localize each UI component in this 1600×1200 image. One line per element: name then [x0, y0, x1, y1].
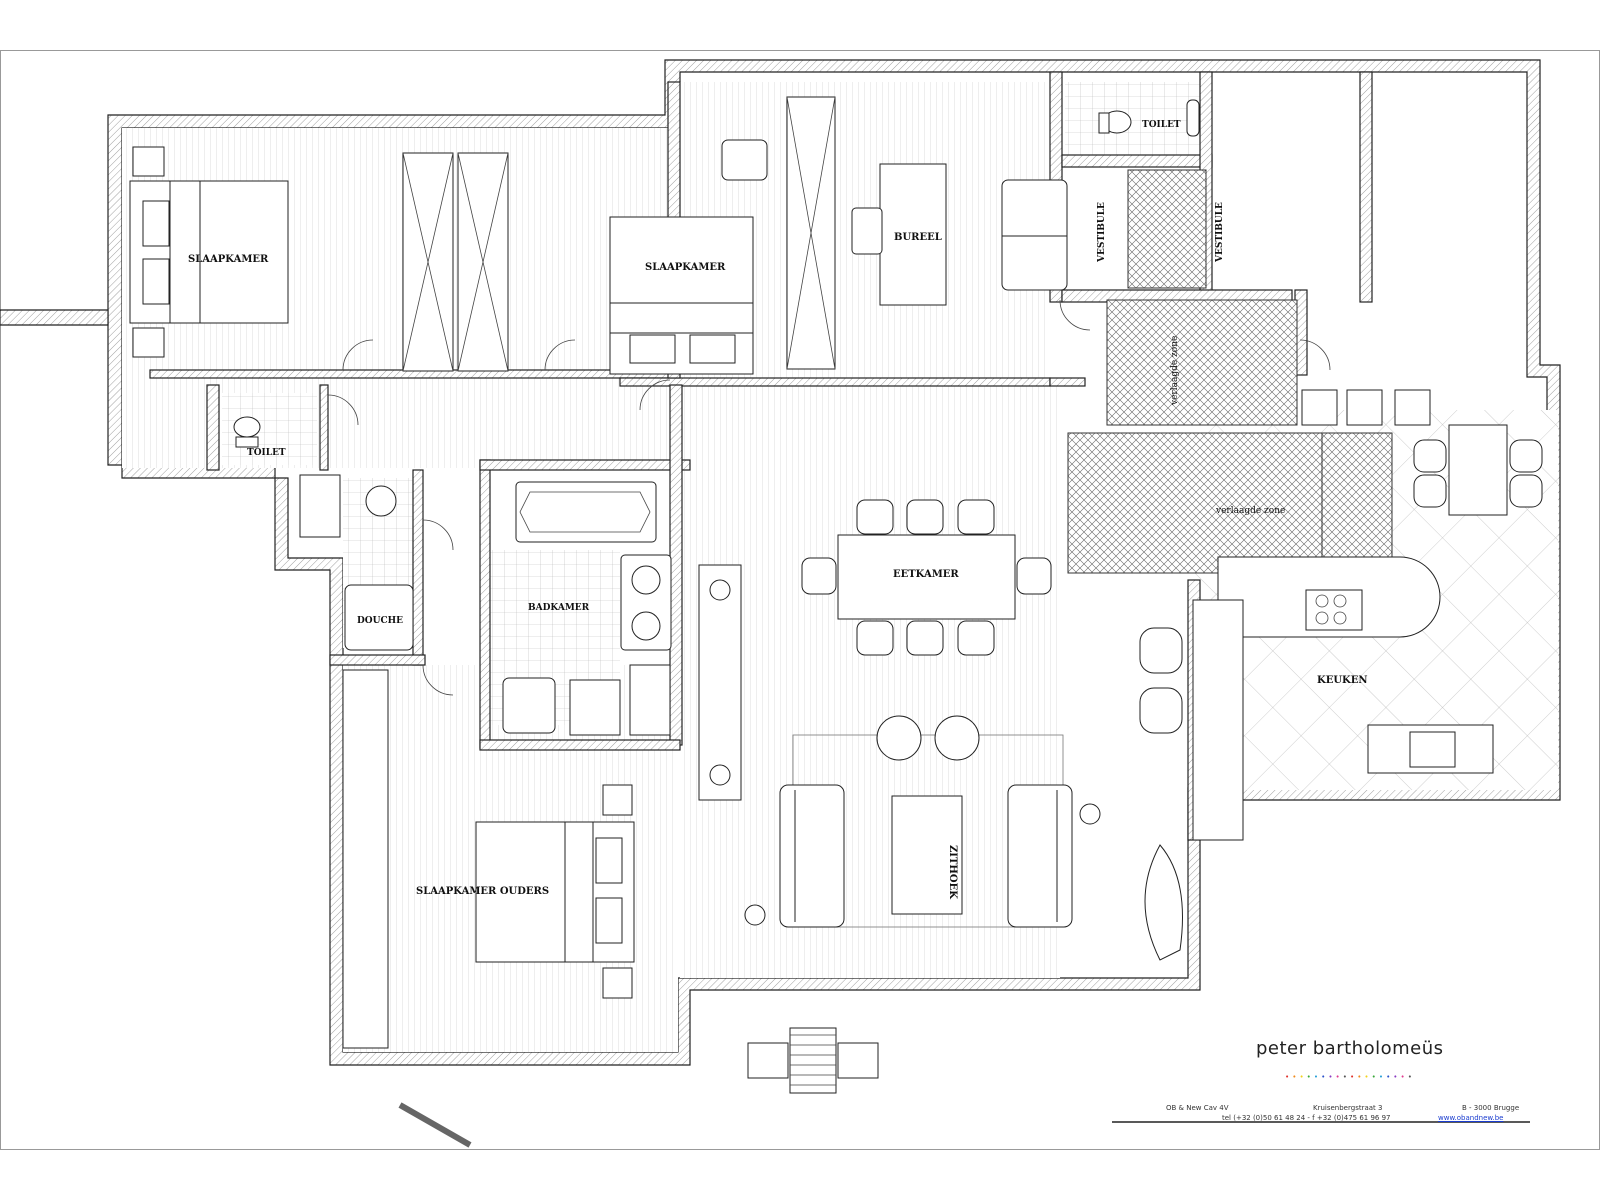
- brand-dot: •: [1335, 1073, 1343, 1081]
- label-zithoek: ZITHOEK: [947, 845, 958, 899]
- label-eetkamer: EETKAMER: [893, 569, 959, 580]
- label-slaapkamer-1: SLAAPKAMER: [188, 254, 269, 265]
- brand-dot: •: [1328, 1073, 1336, 1081]
- bathroom-fixtures: [299, 474, 672, 736]
- beds: [129, 146, 754, 999]
- sitting-area: [744, 715, 1101, 928]
- bar-area: [1301, 389, 1543, 516]
- brand-dot: •: [1386, 1073, 1394, 1081]
- brand-dot: •: [1342, 1073, 1350, 1081]
- brand-dot: •: [1306, 1073, 1314, 1081]
- label-toilet-top: TOILET: [1142, 120, 1181, 130]
- street-address: Kruisenbergstraat 3: [1313, 1104, 1383, 1112]
- brand-dot: •: [1313, 1073, 1322, 1081]
- plan-fragment: [398, 1102, 472, 1148]
- column-cabinet: [698, 564, 742, 801]
- label-vestibule-right: VESTIBULE: [1215, 202, 1225, 263]
- brand-dot: •: [1393, 1073, 1401, 1081]
- brand-dot: •: [1349, 1073, 1358, 1081]
- label-verlaagde-zone-top: verlaagde zone: [1170, 336, 1180, 406]
- brand-dot: •: [1299, 1073, 1307, 1081]
- dining-set: [801, 499, 1052, 656]
- company-name: OB & New Cav 4V: [1166, 1104, 1229, 1112]
- label-slaapkamer-ouders: SLAAPKAMER OUDERS: [416, 886, 549, 897]
- wardrobes: [342, 96, 836, 1049]
- kitchen: [1139, 556, 1494, 961]
- label-verlaagde-zone-mid: verlaagde zone: [1215, 506, 1285, 516]
- website-link[interactable]: www.obandnew.be: [1438, 1114, 1504, 1122]
- brand-dot: •: [1407, 1073, 1415, 1081]
- brand-dot: •: [1371, 1073, 1379, 1081]
- city-address: B - 3000 Brugge: [1462, 1104, 1520, 1112]
- phone-numbers: tel (+32 (0)50 61 48 24 - f +32 (0)475 6…: [1222, 1114, 1391, 1122]
- toilets: [233, 99, 1200, 448]
- label-bureel: BUREEL: [894, 232, 942, 243]
- brand-dot: •: [1378, 1073, 1387, 1081]
- label-douche: DOUCHE: [357, 616, 403, 626]
- label-slaapkamer-2: SLAAPKAMER: [645, 262, 726, 273]
- desk-area: [721, 139, 1068, 306]
- brand-color-dots: ••••••••••••••••••: [1285, 1073, 1415, 1081]
- label-vestibule-left: VESTIBULE: [1097, 202, 1107, 263]
- brand-dot: •: [1292, 1073, 1300, 1081]
- label-badkamer: BADKAMER: [528, 603, 590, 613]
- label-keuken: KEUKEN: [1317, 675, 1368, 686]
- brand-dot: •: [1364, 1073, 1372, 1081]
- terrace-furniture: [747, 1027, 879, 1094]
- brand-dot: •: [1285, 1073, 1293, 1081]
- brand-name: peter bartholomeüs: [1256, 1038, 1444, 1059]
- brand-dot: •: [1357, 1073, 1365, 1081]
- verlaagde-zones: [1067, 169, 1393, 574]
- door-swings: [327, 299, 1331, 696]
- label-toilet-left: TOILET: [247, 448, 286, 458]
- brand-dot: •: [1321, 1073, 1329, 1081]
- brand-dot: •: [1400, 1073, 1408, 1081]
